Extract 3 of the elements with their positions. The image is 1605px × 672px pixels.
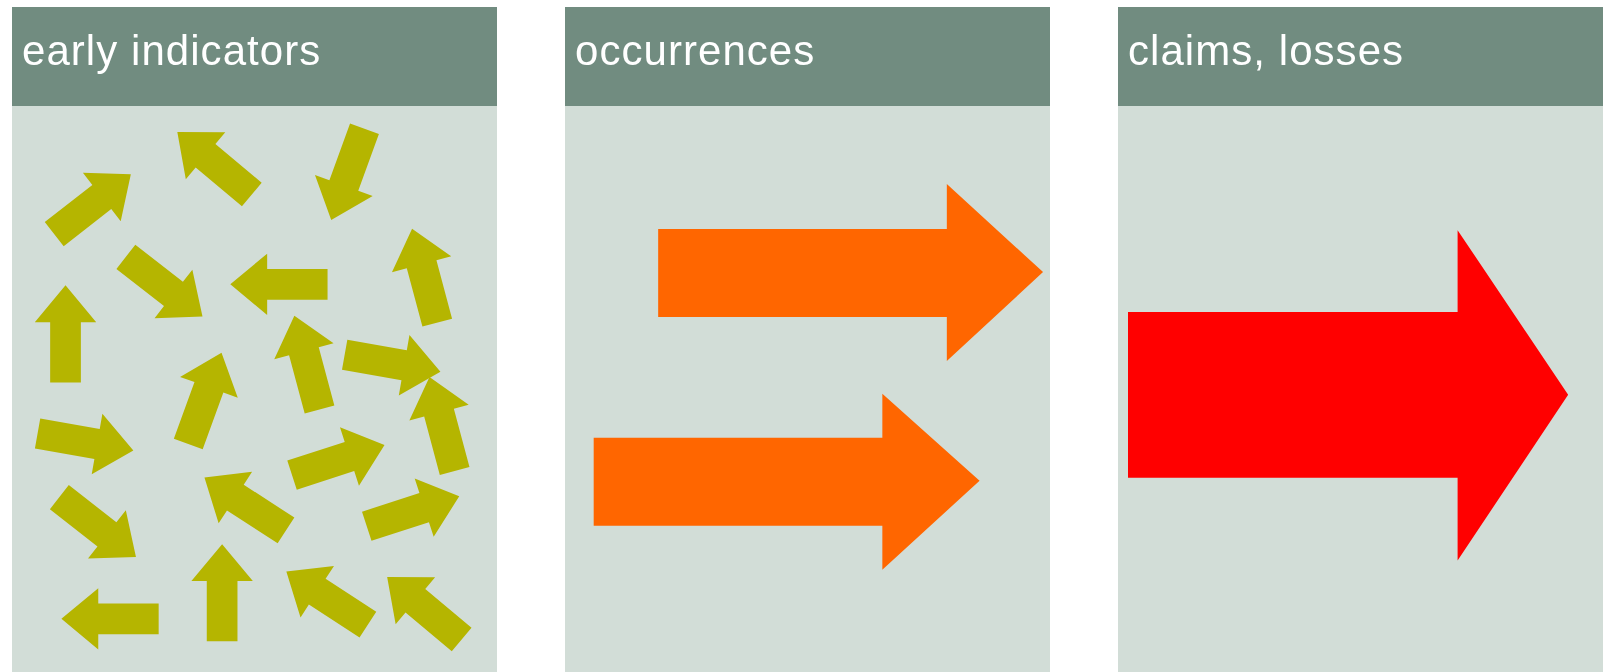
header-title: claims, losses [1128,26,1405,76]
header-title: early indicators [22,26,322,76]
header-title: occurrences [575,26,816,76]
